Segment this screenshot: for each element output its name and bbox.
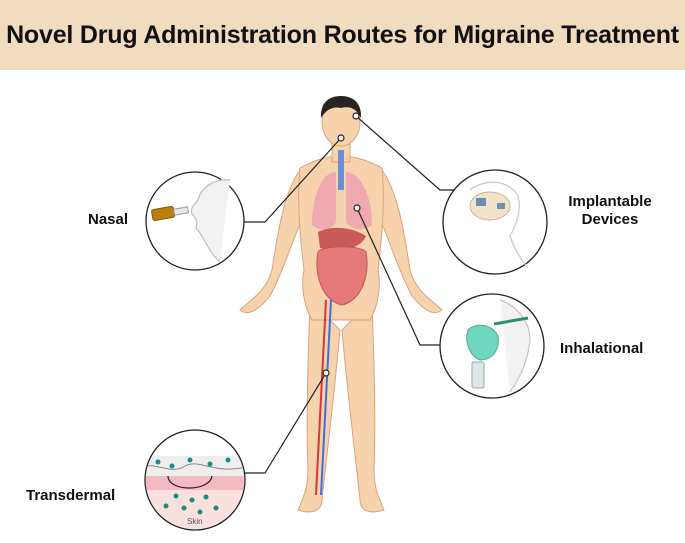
implantable-circle bbox=[443, 170, 547, 274]
particle bbox=[204, 495, 209, 500]
nebulizer bbox=[472, 362, 484, 388]
particle bbox=[170, 464, 175, 469]
particle bbox=[164, 504, 169, 509]
implant-device bbox=[476, 198, 486, 206]
implantable-label: Implantable Devices bbox=[555, 193, 665, 229]
nasal-route-illustration bbox=[146, 172, 244, 270]
transdermal-label: Transdermal bbox=[26, 487, 115, 505]
human-body bbox=[240, 96, 442, 512]
particle bbox=[226, 458, 231, 463]
particle bbox=[182, 506, 187, 511]
nasal-dot bbox=[338, 135, 344, 141]
left-leg bbox=[298, 300, 340, 512]
implant-device-2 bbox=[497, 203, 505, 209]
particle bbox=[214, 506, 219, 511]
implantable-dot bbox=[353, 113, 359, 119]
left-arm bbox=[240, 170, 308, 313]
particle bbox=[198, 510, 203, 515]
inhalational-route-illustration bbox=[440, 294, 544, 398]
page-title: Novel Drug Administration Routes for Mig… bbox=[0, 0, 685, 70]
particle bbox=[208, 462, 213, 467]
transdermal-dot bbox=[323, 370, 329, 376]
right-arm bbox=[374, 170, 442, 313]
particle bbox=[156, 460, 161, 465]
particle bbox=[190, 498, 195, 503]
trachea bbox=[338, 150, 344, 190]
particle bbox=[174, 494, 179, 499]
particle bbox=[188, 458, 193, 463]
right-leg bbox=[342, 300, 384, 512]
implantable-label-line1: Implantable bbox=[555, 193, 665, 211]
transdermal-route-illustration: Skin bbox=[140, 430, 250, 535]
diagram-canvas: Skin bbox=[0, 70, 685, 543]
inhalational-label: Inhalational bbox=[560, 340, 643, 358]
inhalational-dot bbox=[354, 205, 360, 211]
nasal-label: Nasal bbox=[88, 211, 128, 229]
implantable-label-line2: Devices bbox=[555, 211, 665, 229]
implantable-route-illustration bbox=[443, 170, 547, 274]
skin-label: Skin bbox=[187, 517, 203, 526]
nasal-circle bbox=[146, 172, 244, 270]
